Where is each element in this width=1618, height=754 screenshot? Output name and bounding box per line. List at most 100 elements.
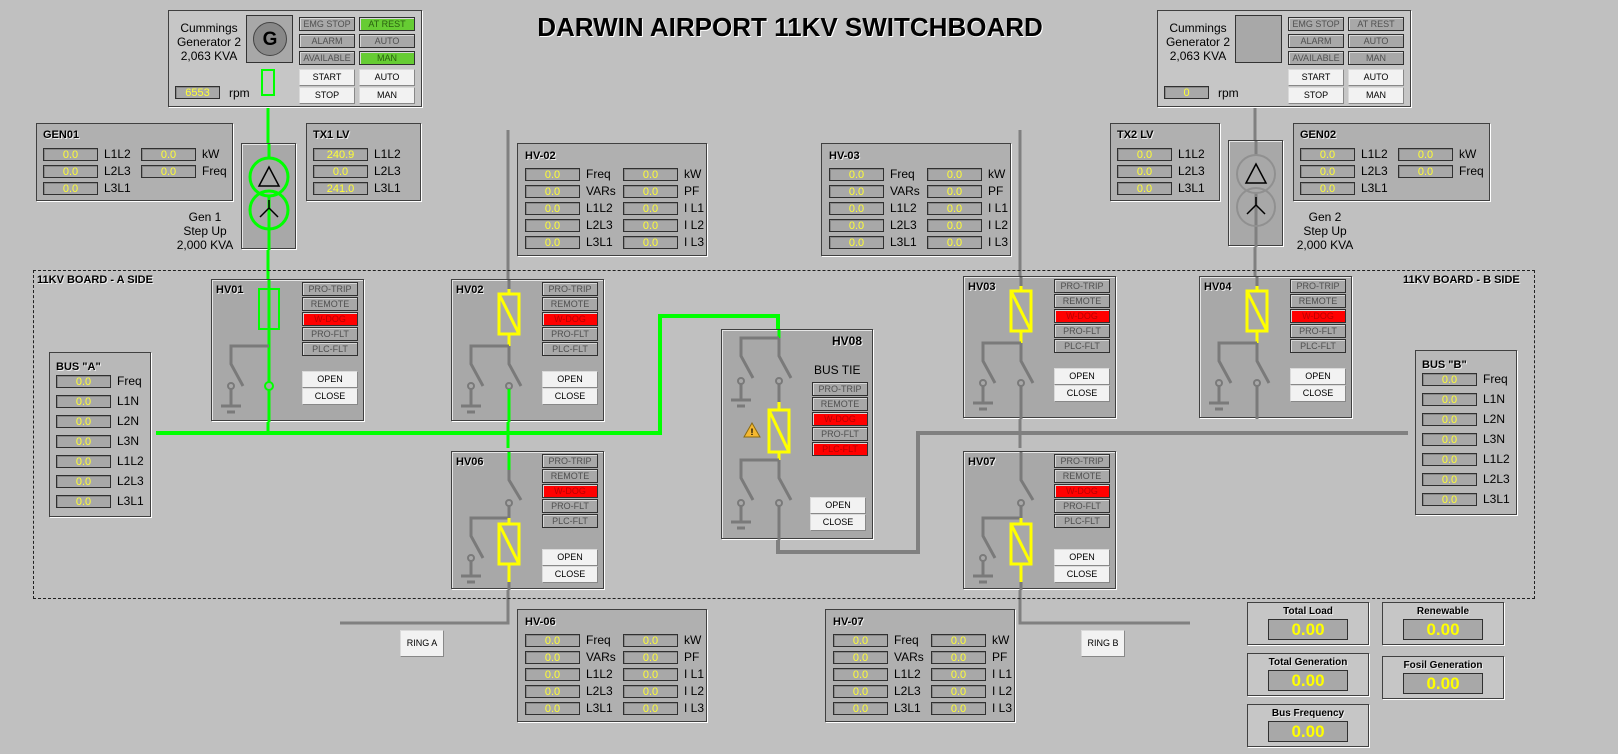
hv06-meter-left-value: 0.0 <box>525 702 580 715</box>
hv06-meter-title: HV-06 <box>525 616 556 628</box>
hv07-close-button[interactable]: CLOSE <box>1054 566 1110 583</box>
gen1-breaker-closed-icon[interactable] <box>261 69 275 96</box>
transformer-2[interactable] <box>1228 140 1283 247</box>
bus-a-l1n-value: 0.0 <box>56 395 111 408</box>
hv07-status-2: W-DOG <box>1054 484 1110 498</box>
gen2-auto-button[interactable]: AUTO <box>1348 69 1404 86</box>
hv08-status-1: REMOTE <box>812 397 868 411</box>
hv07-open-button[interactable]: OPEN <box>1054 549 1110 566</box>
gen2-start-button[interactable]: START <box>1288 69 1344 86</box>
hv04-open-button[interactable]: OPEN <box>1290 368 1346 385</box>
hv02-meter-left-label: L2L3 <box>586 218 613 232</box>
page-title: DARWIN AIRPORT 11KV SWITCHBOARD <box>537 12 1043 42</box>
hv02-meter-left-value: 0.0 <box>525 219 580 232</box>
gen01-title: GEN01 <box>43 129 80 141</box>
hv02-close-button[interactable]: CLOSE <box>542 388 598 405</box>
gen1-stop-button[interactable]: STOP <box>299 87 355 104</box>
generator-2-rpm-unit: rpm <box>1218 86 1239 100</box>
gen01-l2l3-label: L2L3 <box>104 164 131 178</box>
hv03-status-3: PRO-FLT <box>1054 324 1110 338</box>
gen1-man-button[interactable]: MAN <box>359 87 415 104</box>
hv03-meter-left-value: 0.0 <box>829 168 884 181</box>
hv07-meter-right-label: kW <box>992 633 1010 647</box>
hv03-meter-left-value: 0.0 <box>829 185 884 198</box>
transformer-2-label: Gen 2 Step Up 2,000 KVA <box>1296 210 1354 252</box>
gen01-kw-value: 0.0 <box>141 148 196 161</box>
bus-b-l1l2-value: 0.0 <box>1422 453 1477 466</box>
gen1-status-emg-stop: EMG STOP <box>299 17 355 31</box>
ring-b-button[interactable]: RING B <box>1081 630 1125 657</box>
generator-1-rpm-value: 6553 <box>175 86 220 99</box>
hv01-open-button[interactable]: OPEN <box>302 371 358 388</box>
hv07-meter-left-value: 0.0 <box>833 634 888 647</box>
hv06-meter-right-label: kW <box>684 633 702 647</box>
bus-a-l3l1-value: 0.0 <box>56 495 111 508</box>
gen01-l3l1-label: L3L1 <box>104 181 131 195</box>
hv04-close-button[interactable]: CLOSE <box>1290 385 1346 402</box>
hv01-status-1: REMOTE <box>302 297 358 311</box>
hv03-meter-right-label: I L3 <box>988 235 1009 249</box>
hv03-meter-right-value: 0.0 <box>927 202 982 215</box>
bus-a-l3n-label: L3N <box>117 434 140 448</box>
hv02-meter-left-label: VARs <box>586 184 616 198</box>
bus-a-l2n-label: L2N <box>117 414 140 428</box>
hv03-close-button[interactable]: CLOSE <box>1054 385 1110 402</box>
gen2-man-button[interactable]: MAN <box>1348 87 1404 104</box>
hv03-status-1: REMOTE <box>1054 294 1110 308</box>
hv07-meter-left-value: 0.0 <box>833 685 888 698</box>
hv04-status-3: PRO-FLT <box>1290 324 1346 338</box>
hv06-meter-left-value: 0.0 <box>525 668 580 681</box>
gen1-status-alarm: ALARM <box>299 34 355 48</box>
transformer-1[interactable] <box>241 143 296 250</box>
hv02-meter-left-value: 0.0 <box>525 202 580 215</box>
gen02-l2l3-value: 0.0 <box>1300 165 1355 178</box>
gen2-status-emg-stop: EMG STOP <box>1288 17 1344 31</box>
hv03-meter-right-label: PF <box>988 184 1004 198</box>
breaker-closed-icon <box>258 288 280 330</box>
bus-b-freq-value: 0.0 <box>1422 373 1477 386</box>
hv06-meter-left-label: L3L1 <box>586 701 613 715</box>
bus-b-title: BUS "B" <box>1422 359 1467 371</box>
hv06-meter-right-label: I L1 <box>684 667 705 681</box>
hv06-open-button[interactable]: OPEN <box>542 549 598 566</box>
hv06-meter-left-label: L1L2 <box>586 667 613 681</box>
hv02-open-button[interactable]: OPEN <box>542 371 598 388</box>
hv03-switch-diagram <box>973 277 1035 419</box>
fosil-generation-label: Fosil Generation <box>1403 660 1483 671</box>
hv07-status-4: PLC-FLT <box>1054 514 1110 528</box>
bus-a-l3l1-label: L3L1 <box>117 494 144 508</box>
gen1-auto-button[interactable]: AUTO <box>359 69 415 86</box>
hv06-status-2: W-DOG <box>542 484 598 498</box>
hv02-status-0: PRO-TRIP <box>542 282 598 296</box>
generator-2-symbol-box[interactable] <box>1235 15 1282 63</box>
hv08-open-button[interactable]: OPEN <box>810 497 866 514</box>
hv03-status-4: PLC-FLT <box>1054 339 1110 353</box>
hv06-close-button[interactable]: CLOSE <box>542 566 598 583</box>
gen1-status-at-rest: AT REST <box>359 17 415 31</box>
hv06-switch-diagram <box>461 452 523 590</box>
hv03-meter-left-label: VARs <box>890 184 920 198</box>
tx1-l3l1-value: 241.0 <box>313 182 368 195</box>
bus-frequency-label: Bus Frequency <box>1271 708 1345 719</box>
hv03-meter-right-label: I L2 <box>988 218 1009 232</box>
hv08-subtitle: BUS TIE <box>814 363 861 377</box>
board-b-side-label: 11KV BOARD - B SIDE <box>1403 274 1520 286</box>
hv07-status-0: PRO-TRIP <box>1054 454 1110 468</box>
gen2-stop-button[interactable]: STOP <box>1288 87 1344 104</box>
hv06-meter-right-label: I L3 <box>684 701 705 715</box>
total-load-value: 0.00 <box>1268 619 1348 640</box>
ring-a-button[interactable]: RING A <box>400 630 444 657</box>
hv01-status-3: PRO-FLT <box>302 327 358 341</box>
hv01-close-button[interactable]: CLOSE <box>302 388 358 405</box>
gen1-start-button[interactable]: START <box>299 69 355 86</box>
hv04-switch-diagram <box>1209 277 1271 419</box>
hv03-open-button[interactable]: OPEN <box>1054 368 1110 385</box>
hv08-close-button[interactable]: CLOSE <box>810 514 866 531</box>
gen2-status-available: AVAILABLE <box>1288 51 1344 65</box>
generator-1-symbol-box[interactable]: G <box>246 15 293 63</box>
bus-b-l1n-label: L1N <box>1483 392 1506 406</box>
hv06-status-0: PRO-TRIP <box>542 454 598 468</box>
